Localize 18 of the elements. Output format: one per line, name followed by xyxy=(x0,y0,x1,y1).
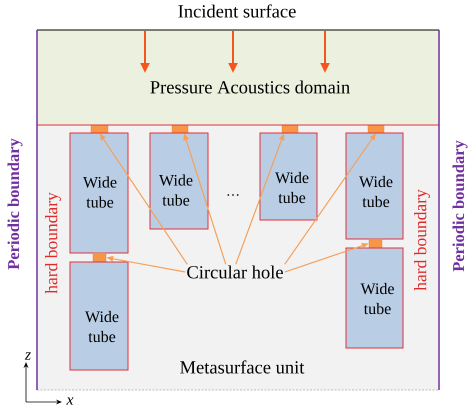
tube-box: Wide tube xyxy=(346,248,404,348)
tube-box: Wide tube xyxy=(70,132,128,254)
tube-box: Wide tube xyxy=(346,132,404,240)
boundary-label: Periodic boundary xyxy=(452,140,468,272)
axis-label: z xyxy=(24,352,31,360)
tube-box: Wide tube xyxy=(150,132,208,230)
hole-box xyxy=(368,238,382,248)
surface-label: Incident surface xyxy=(178,4,296,18)
boundary-label: hard boundary xyxy=(45,192,61,294)
tube-box: Wide tube xyxy=(70,262,128,370)
boundary-label: Periodic boundary xyxy=(8,138,22,270)
axis-label: x xyxy=(66,397,74,405)
hole-box xyxy=(92,252,106,262)
boundary-label: hard boundary xyxy=(414,189,430,291)
ellipsis: … xyxy=(228,194,239,196)
callout-label: Circular hole xyxy=(187,266,283,279)
tube-box: Wide tube xyxy=(260,132,318,220)
domain-box: Pressure Acoustics domain xyxy=(36,30,440,125)
